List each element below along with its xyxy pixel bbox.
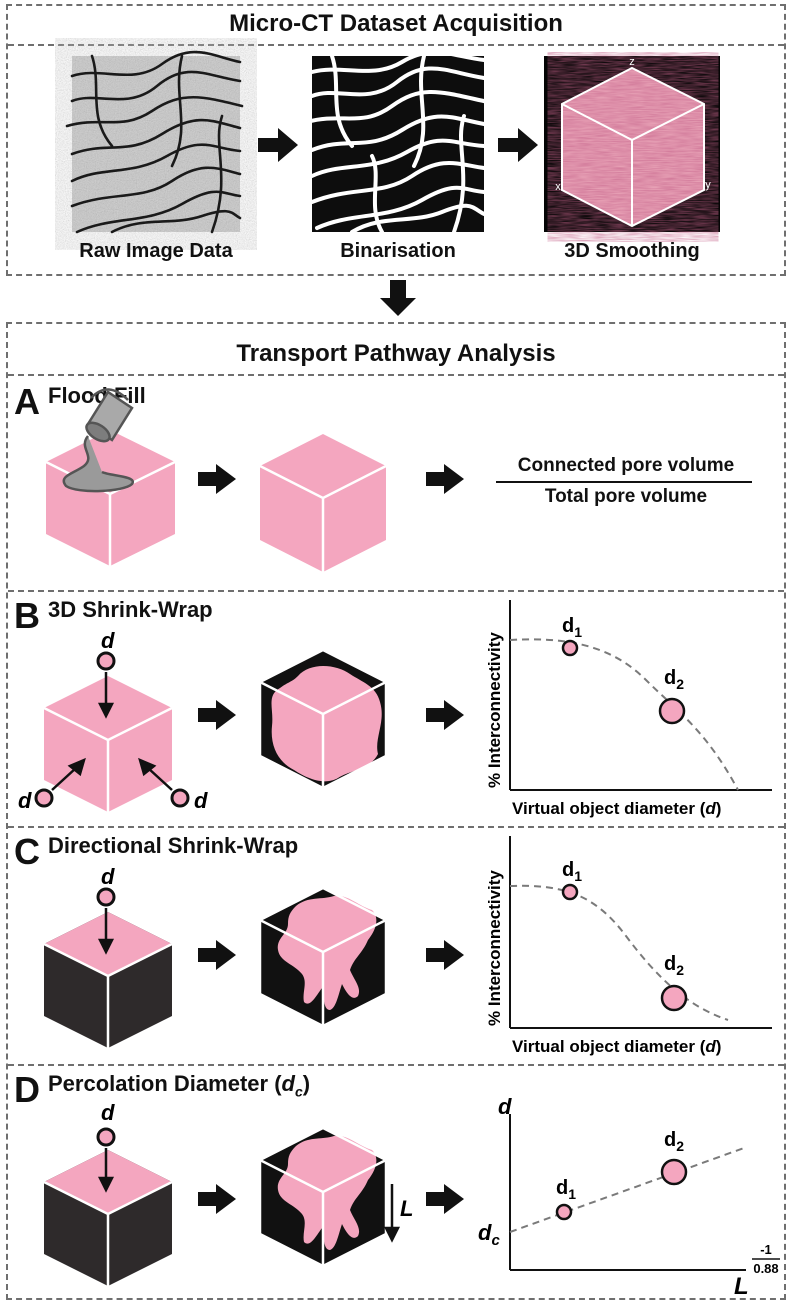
directional-result	[258, 886, 388, 1028]
chart-b: d1 d2 % Interconnectivity Virtual object…	[485, 600, 772, 818]
arrow-right-icon	[426, 1184, 464, 1214]
chart-b-d2-label: d2	[664, 667, 684, 692]
probe-arrow-top	[97, 672, 115, 719]
section-b-title: 3D Shrink-Wrap	[48, 597, 213, 622]
arrow-right-icon	[198, 700, 236, 730]
section-divider-cd	[8, 1064, 784, 1066]
probe-d-top: d	[101, 864, 115, 889]
probe-d-left: d	[18, 788, 32, 813]
binarisation-label: Binarisation	[340, 240, 456, 262]
section-divider-bc	[8, 826, 784, 828]
chart-b-xlabel: Virtual object diameter (d)	[512, 799, 721, 818]
probe-arrow-left	[51, 757, 86, 791]
shrink-wrap-3d-cube: d d d	[18, 628, 208, 813]
chart-c: d1 d2 % Interconnectivity Virtual object…	[485, 836, 772, 1056]
arrow-right-icon	[198, 1184, 236, 1214]
arrow-right-icon	[198, 464, 236, 494]
acquisition-title: Micro-CT Dataset Acquisition	[229, 10, 563, 37]
raw-image	[65, 50, 244, 234]
chart-d-line	[509, 1147, 745, 1233]
arrow-right-icon	[426, 464, 464, 494]
chart-b-d1-label: d1	[562, 615, 582, 640]
smoothed-volume: z x y	[544, 56, 720, 232]
probe-arrow-right	[138, 757, 173, 791]
percolation-cube: d	[43, 1100, 173, 1286]
ratio-numerator: Connected pore volume	[517, 455, 735, 476]
chart-d-d1-label: d1	[556, 1177, 576, 1202]
acquisition-panel	[6, 4, 786, 276]
acquisition-divider	[8, 44, 784, 46]
length-arrow-icon	[383, 1184, 401, 1243]
probe-sphere-right	[170, 788, 190, 808]
chart-b-curve	[509, 638, 739, 791]
chart-d: d1 d2 d dc L -1 0.88	[478, 1094, 780, 1300]
section-d-letter: D	[14, 1069, 40, 1110]
percolation-result: L	[258, 1126, 413, 1268]
chart-c-d2-label: d2	[664, 953, 684, 978]
chart-c-xlabel: Virtual object diameter (d)	[512, 1037, 721, 1056]
axis-y-label: y	[705, 179, 711, 191]
arrow-right-icon	[426, 700, 464, 730]
probe-arrow-top	[97, 908, 115, 955]
probe-d-top: d	[101, 1100, 115, 1125]
section-b-letter: B	[14, 595, 40, 636]
axis-x-label: x	[555, 181, 561, 193]
section-c-title: Directional Shrink-Wrap	[48, 833, 299, 858]
filled-cube	[259, 434, 387, 572]
chart-b-point-d1	[561, 639, 579, 657]
section-c-letter: C	[14, 831, 40, 872]
probe-sphere-left	[34, 788, 54, 808]
binarised-image	[305, 50, 490, 234]
arrow-right-icon	[426, 940, 464, 970]
axis-z-label: z	[629, 56, 635, 68]
arrow-right-icon	[258, 128, 298, 162]
chart-d-ylabel: d	[498, 1094, 512, 1119]
chart-c-d1-label: d1	[562, 859, 582, 884]
chart-d-exp-den: 0.88	[753, 1261, 778, 1276]
shrink-wrap-3d-result	[258, 648, 388, 790]
arrow-down-icon	[380, 280, 416, 316]
chart-d-dc-label: dc	[478, 1220, 500, 1249]
smoothing-label: 3D Smoothing	[564, 240, 700, 262]
length-label: L	[400, 1196, 413, 1221]
flood-fill-cube	[45, 388, 176, 566]
arrow-right-icon	[498, 128, 538, 162]
section-d-title: Percolation Diameter (dc)	[48, 1071, 311, 1100]
probe-d-top: d	[101, 628, 115, 653]
section-a-letter: A	[14, 381, 40, 422]
chart-c-point-d1	[561, 883, 579, 901]
arrow-right-icon	[198, 940, 236, 970]
ratio-line	[496, 481, 752, 483]
directional-cube: d	[43, 864, 173, 1048]
chart-c-point-d2	[660, 984, 688, 1012]
section-a-title: Flood Fill	[48, 383, 146, 408]
analysis-panel	[6, 322, 786, 1300]
chart-b-ylabel: % Interconnectivity	[485, 632, 504, 788]
chart-d-point-d1	[555, 1203, 573, 1221]
chart-d-xlabel: L	[734, 1273, 749, 1300]
chart-d-d2-label: d2	[664, 1129, 684, 1154]
chart-c-ylabel: % Interconnectivity	[485, 870, 504, 1026]
probe-arrow-top	[97, 1148, 115, 1193]
chart-c-curve	[509, 884, 729, 1021]
chart-d-point-d2	[660, 1158, 688, 1186]
ratio-denominator: Total pore volume	[544, 486, 708, 507]
bucket-icon	[62, 388, 135, 493]
probe-sphere-top	[96, 651, 116, 671]
probe-d-right: d	[194, 788, 208, 813]
analysis-divider	[8, 374, 784, 376]
chart-b-point-d2	[658, 697, 686, 725]
analysis-title: Transport Pathway Analysis	[236, 340, 556, 367]
chart-d-exp-num: -1	[760, 1242, 772, 1257]
probe-sphere-top	[96, 1127, 116, 1147]
probe-sphere-top	[96, 887, 116, 907]
raw-image-label: Raw Image Data	[79, 240, 233, 262]
section-divider-ab	[8, 590, 784, 592]
